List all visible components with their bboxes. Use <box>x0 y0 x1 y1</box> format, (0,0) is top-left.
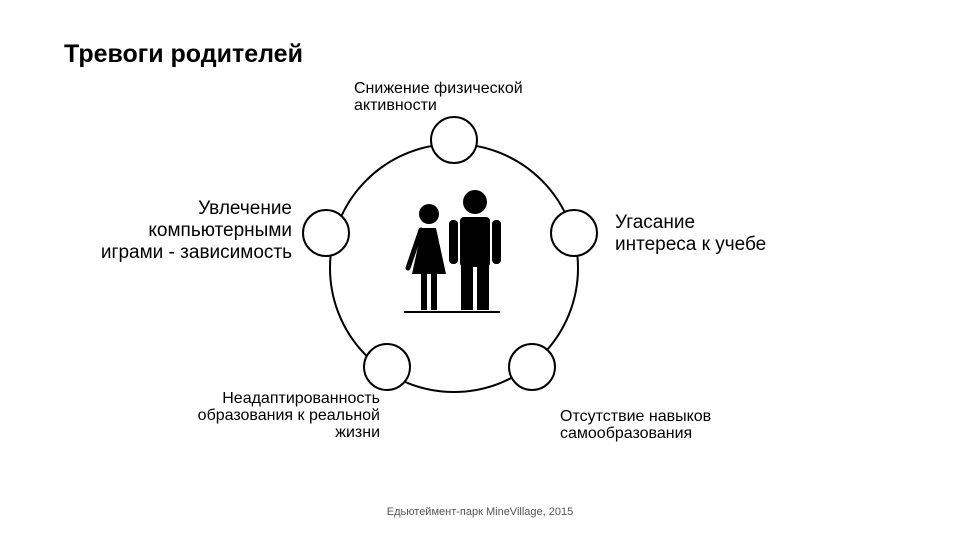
node-circle-right <box>550 209 598 257</box>
node-circle-bottom-left <box>363 343 411 391</box>
node-circle-top <box>430 116 478 164</box>
parents-couple-icon <box>404 190 501 313</box>
diagram-title: Тревоги родителей <box>64 40 303 68</box>
node-circle-left <box>302 209 350 257</box>
node-circle-bottom-right <box>508 343 556 391</box>
footer-caption: Едьютеймент-парк MineVillage, 2015 <box>386 506 574 518</box>
